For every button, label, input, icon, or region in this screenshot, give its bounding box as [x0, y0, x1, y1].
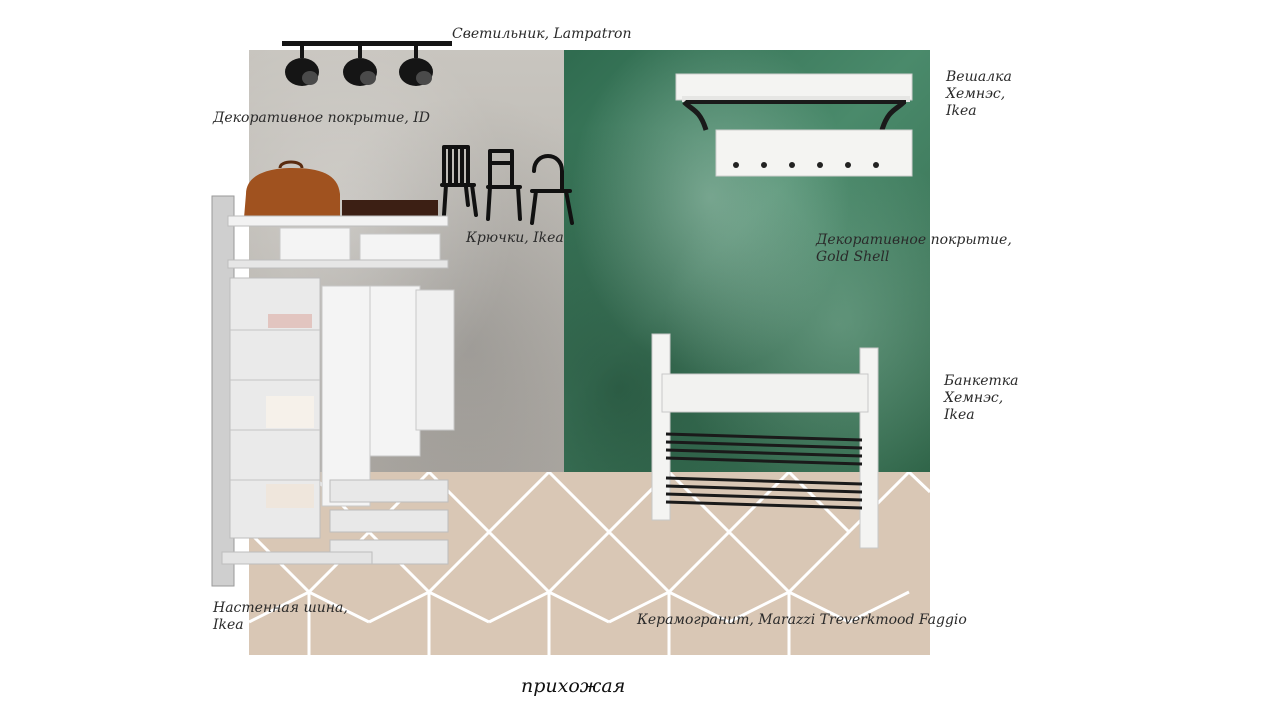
label-coat-rack: Вешалка Хемнэс, Ikea	[946, 69, 1012, 119]
label-rail: Настенная шина, Ikea	[213, 600, 348, 633]
hooks-chairs-image	[440, 145, 574, 225]
label-hooks: Крючки, Ikea	[466, 230, 564, 246]
wall-rail-storage-image	[211, 160, 455, 587]
board-title: прихожая	[521, 675, 626, 697]
label-deco-gold: Декоративное покрытие, Gold Shell	[816, 232, 1012, 265]
label-bench: Банкетка Хемнэс, Ikea	[944, 373, 1019, 423]
label-tile: Керамогранит, Marazzi Treverkmood Faggio	[637, 612, 967, 628]
track-light-image	[282, 41, 452, 86]
label-deco-id: Декоративное покрытие, ID	[213, 110, 430, 126]
label-light: Светильник, Lampatron	[452, 26, 632, 42]
bench-image	[651, 333, 879, 549]
coat-rack-image	[675, 73, 913, 177]
